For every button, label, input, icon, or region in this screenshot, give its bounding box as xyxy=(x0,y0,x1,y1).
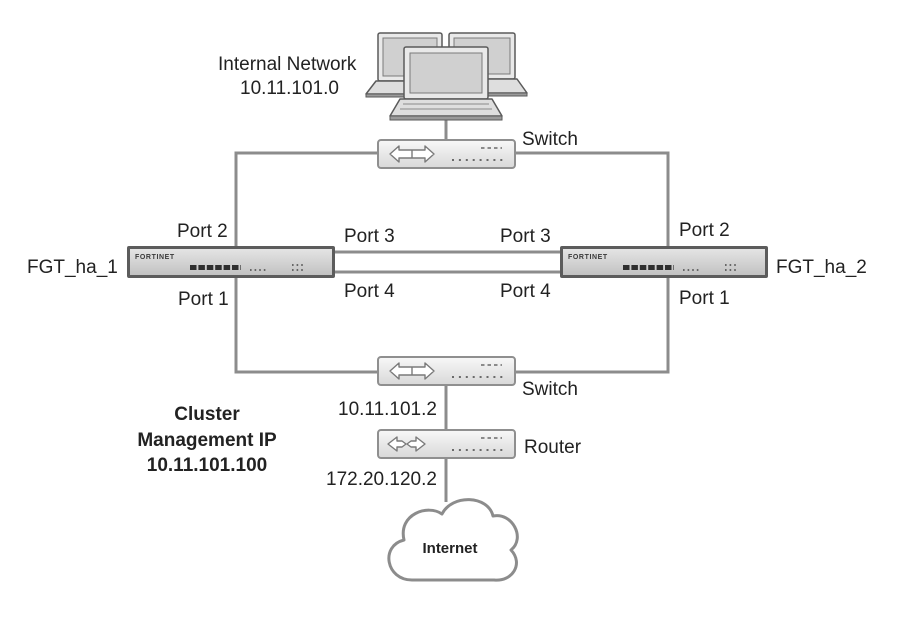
fortinet-logo: FORTINET xyxy=(568,254,608,261)
fgt-ha-1-device: FORTINET xyxy=(127,246,335,278)
fgt-ha-2-port-3-label: Port 3 xyxy=(500,226,551,247)
network-links xyxy=(234,119,670,502)
laptop-edge xyxy=(389,115,503,121)
link-top-switch-to-fgt1-port2 xyxy=(234,151,378,246)
fortinet-logo: FORTINET xyxy=(135,254,175,261)
cluster-title-line-2: Management IP xyxy=(137,430,277,451)
cluster-management-ip: 10.11.101.100 xyxy=(147,455,267,476)
fgt-ha-2-port-1-label: Port 1 xyxy=(679,288,730,309)
internal-network-label: Internal Network xyxy=(218,54,357,75)
fgt-ha-1-port-4-label: Port 4 xyxy=(344,281,395,302)
top-switch-label: Switch xyxy=(522,129,578,150)
router-ip: 172.20.120.2 xyxy=(326,469,437,490)
router-device xyxy=(377,429,516,459)
fgt-ha-1-port-3-label: Port 3 xyxy=(344,226,395,247)
bottom-switch-label: Switch xyxy=(522,379,578,400)
top-switch xyxy=(377,139,516,169)
cluster-management-note: Cluster Management IP 10.11.101.100 xyxy=(137,404,277,476)
laptop-screen xyxy=(409,52,483,94)
fgt-ha-1-port-1-label: Port 1 xyxy=(178,289,229,310)
internet-label: Internet xyxy=(422,540,477,557)
fortigate-face xyxy=(563,249,765,275)
link-fgt1-port1-to-bottom-switch xyxy=(234,278,378,374)
cloud-icon xyxy=(387,498,519,582)
fgt-ha-1-port-2-label: Port 2 xyxy=(177,221,228,242)
fortigate-face xyxy=(130,249,332,275)
router-icon xyxy=(387,436,426,452)
laptop-base xyxy=(389,98,503,117)
fgt-ha-1-label: FGT_ha_1 xyxy=(27,257,118,278)
link-fgt2-port1-to-bottom-switch xyxy=(515,278,670,374)
internal-network-hosts xyxy=(365,32,528,121)
fgt-ha-2-port-4-label: Port 4 xyxy=(500,281,551,302)
bottom-switch xyxy=(377,356,516,386)
link-top-switch-to-fgt2-port2 xyxy=(515,151,670,246)
bottom-switch-ip: 10.11.101.2 xyxy=(338,399,437,420)
internal-network-subnet: 10.11.101.0 xyxy=(240,78,339,99)
router-label: Router xyxy=(524,437,582,458)
cluster-title-line-1: Cluster xyxy=(174,404,240,425)
internet: Internet xyxy=(387,498,519,582)
fgt-ha-2-label: FGT_ha_2 xyxy=(776,257,867,278)
laptop-icon xyxy=(389,46,503,121)
fgt-ha-2-device: FORTINET xyxy=(560,246,768,278)
fgt-ha-2-port-2-label: Port 2 xyxy=(679,220,730,241)
